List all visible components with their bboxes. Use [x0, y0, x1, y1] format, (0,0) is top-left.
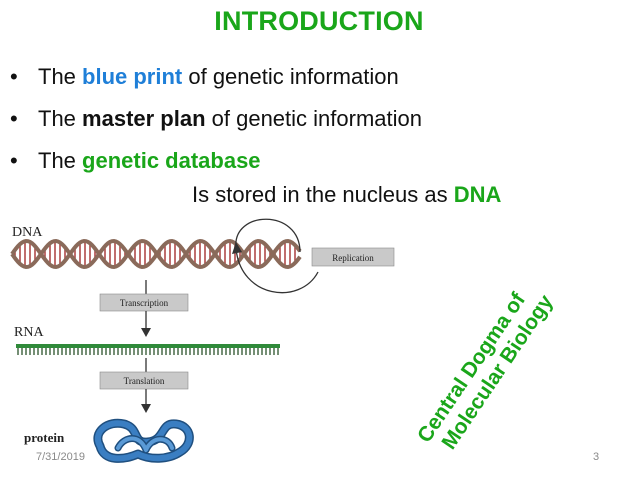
- bullet-post: of genetic information: [205, 106, 422, 131]
- bullet-highlight: master plan: [82, 106, 206, 131]
- protein-chain-inner-fill: [116, 436, 174, 452]
- bullet-highlight: genetic database: [82, 148, 261, 173]
- dna-strand-b: [10, 239, 302, 269]
- bullet-post: of genetic information: [182, 64, 399, 89]
- bullet-pre: The: [38, 64, 83, 89]
- bullet-pre: The: [38, 148, 83, 173]
- slide-title: INTRODUCTION: [214, 6, 424, 36]
- translation-box: [99, 371, 189, 390]
- bullet-pre: The: [38, 106, 83, 131]
- rna-strand: [16, 344, 280, 355]
- dna-helix: [10, 239, 302, 269]
- transcription-box: [99, 293, 189, 312]
- bullet-item-genetic-database: • The genetic database: [10, 144, 422, 186]
- bullet-dot: •: [10, 148, 18, 173]
- dna-label: DNA: [12, 225, 43, 240]
- bullet-dot: •: [10, 64, 18, 89]
- stored-line: Is stored in the nucleus as DNA: [192, 182, 501, 208]
- rna-label: RNA: [14, 325, 44, 340]
- central-dogma-caption: Central Dogma of Molecular Biology: [413, 288, 558, 454]
- bullet-dot: •: [10, 106, 18, 131]
- bullet-list: • The blue print of genetic information •…: [10, 60, 422, 186]
- protein-structure: [93, 418, 194, 463]
- replication-box: [311, 247, 395, 267]
- transcription-label: Transcription: [120, 298, 169, 308]
- footer-page-number: 3: [593, 451, 600, 463]
- bullet-highlight: blue print: [82, 64, 183, 89]
- central-dogma-diagram: Replication DNA Transcription RNA Transl…: [10, 218, 395, 463]
- transcription-arrowhead: [141, 328, 151, 337]
- replication-loop-arrow: [235, 218, 319, 294]
- translation-arrowhead: [141, 404, 151, 413]
- footer-date: 7/31/2019: [36, 451, 85, 463]
- replication-label: Replication: [332, 253, 374, 263]
- bullet-item-master-plan: • The master plan of genetic information: [10, 102, 422, 144]
- stored-pre: Is stored in the nucleus as: [192, 182, 454, 207]
- translation-label: Translation: [124, 376, 165, 386]
- bullet-item-blue-print: • The blue print of genetic information: [10, 60, 422, 102]
- stored-highlight-dna: DNA: [453, 182, 502, 207]
- protein-label: protein: [24, 430, 65, 445]
- replication-arrowhead: [232, 242, 242, 254]
- protein-chain: [95, 420, 193, 462]
